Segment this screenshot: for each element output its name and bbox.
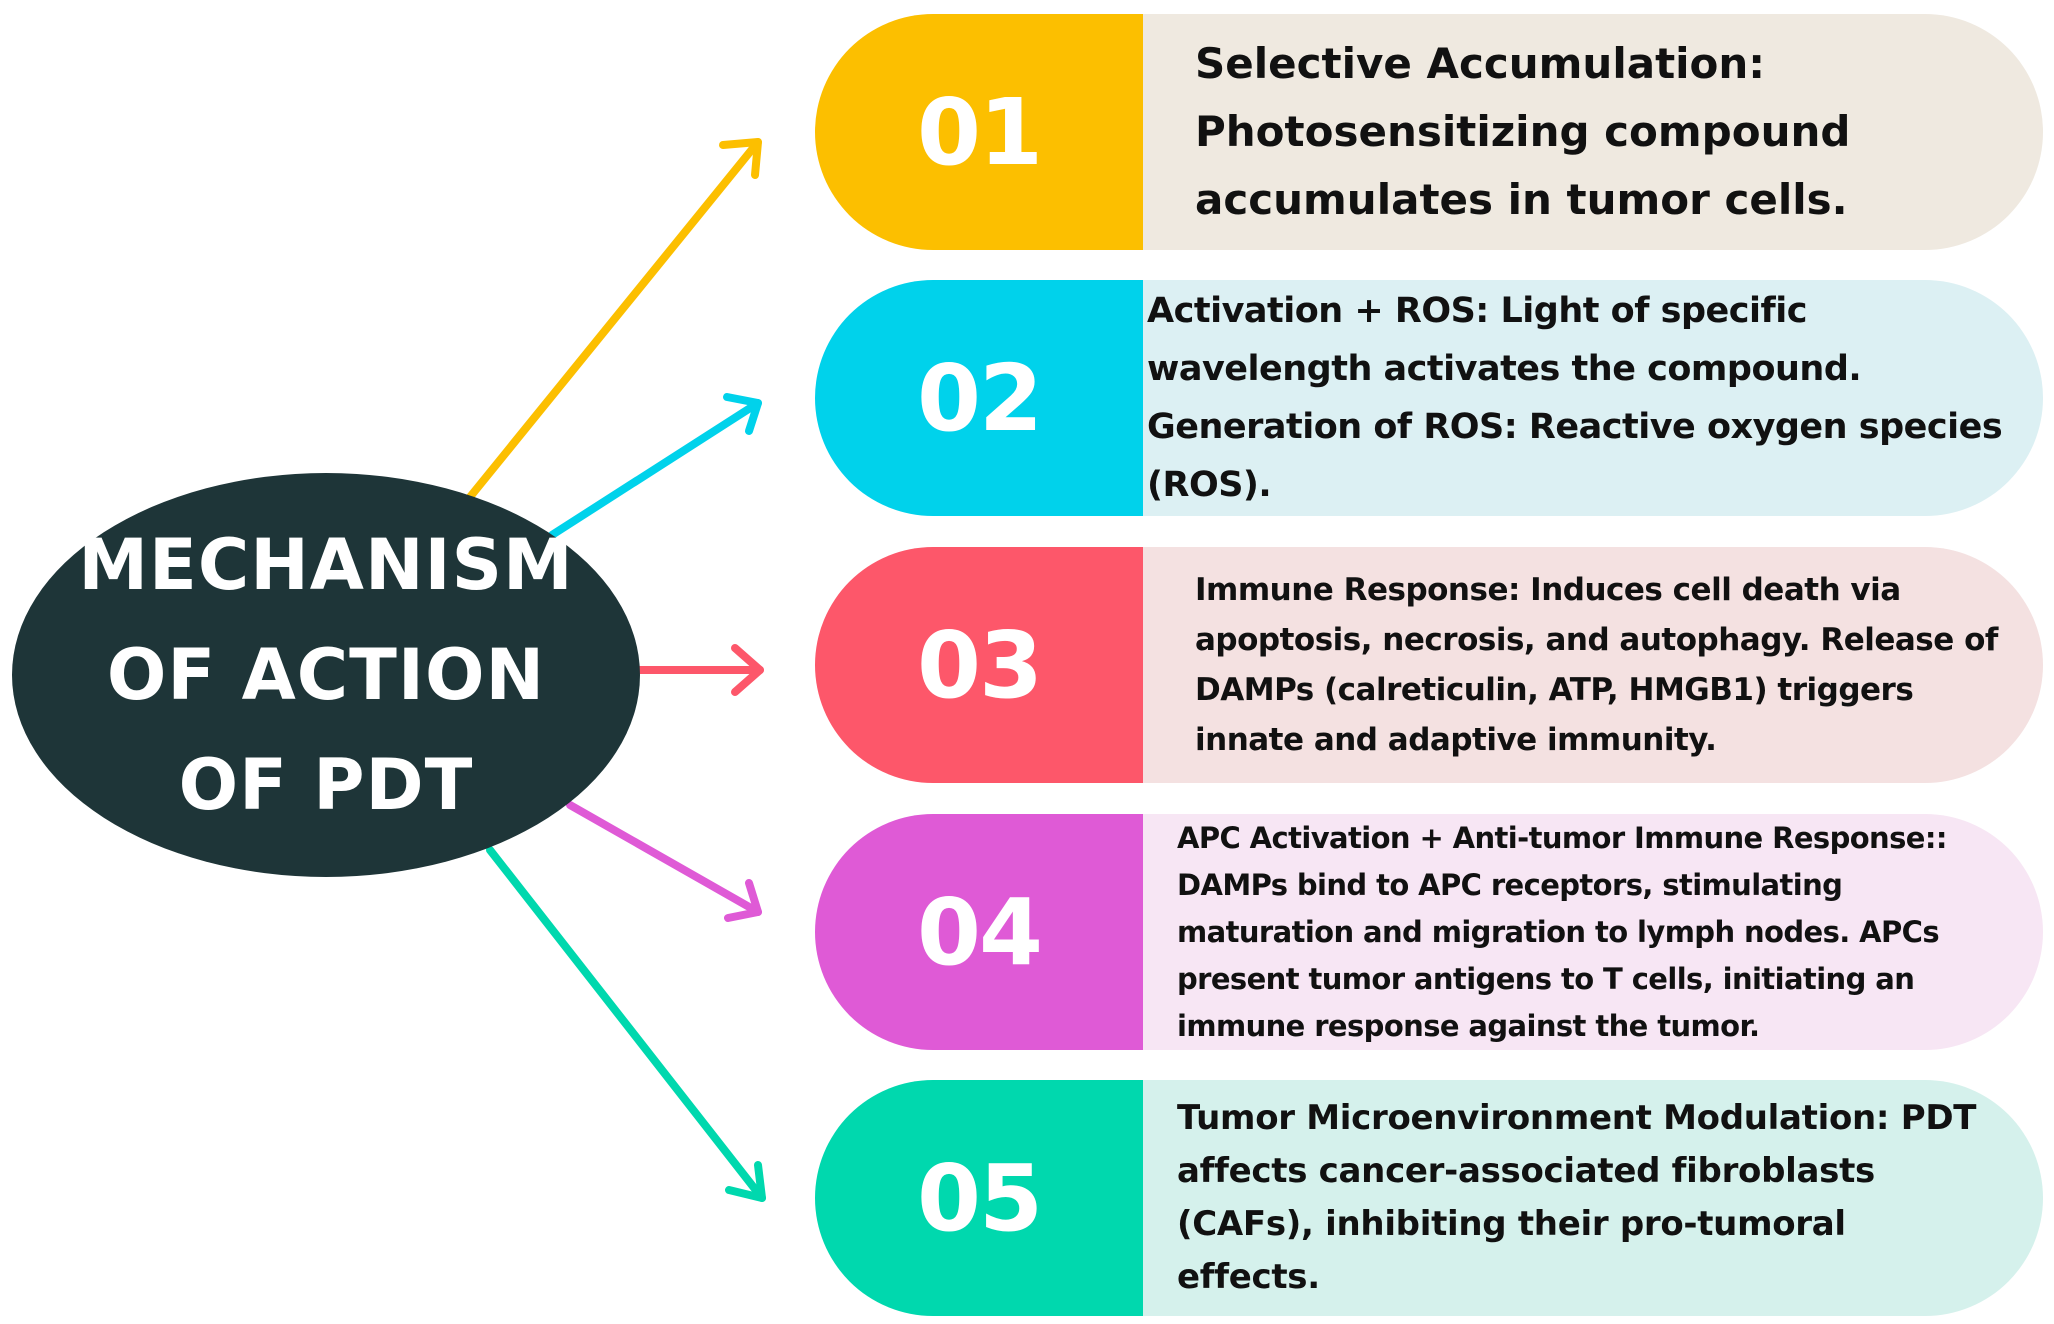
step-description-panel: Selective Accumulation: Photosensitizing… [1143,14,2043,250]
step-card-02: 02 Activation + ROS: Light of specific w… [815,280,2043,516]
step-number: 01 [815,14,1143,250]
step-description: Tumor Microenvironment Modulation: PDT a… [1177,1098,1977,1297]
step-description: Selective Accumulation: Photosensitizing… [1195,39,1851,224]
arrow-to-step-01 [466,138,762,501]
arrow-to-step-04 [566,801,762,922]
step-description: Immune Response: Induces cell death via … [1195,572,1998,758]
arrow-to-step-03 [634,644,764,696]
step-description: Activation + ROS: Light of specific wave… [1147,291,2003,505]
step-number: 05 [815,1080,1143,1316]
arrow-to-step-02 [548,393,762,539]
step-description: APC Activation + Anti-tumor Immune Respo… [1177,820,1947,1043]
step-number: 02 [815,280,1143,516]
step-card-01: 01 Selective Accumulation: Photosensitiz… [815,14,2043,250]
mechanism-hub-ellipse: MECHANISM OF ACTION OF PDT [12,473,640,877]
step-description-panel: APC Activation + Anti-tumor Immune Respo… [1143,814,2043,1050]
hub-title: MECHANISM OF ACTION OF PDT [78,524,574,826]
step-description-panel: Immune Response: Induces cell death via … [1143,547,2043,783]
step-description-panel: Activation + ROS: Light of specific wave… [1143,280,2043,516]
step-card-03: 03 Immune Response: Induces cell death v… [815,547,2043,783]
step-number: 03 [815,547,1143,783]
arrow-to-step-05 [486,846,766,1202]
step-description-panel: Tumor Microenvironment Modulation: PDT a… [1143,1080,2043,1316]
step-number: 04 [815,814,1143,1050]
step-card-05: 05 Tumor Microenvironment Modulation: PD… [815,1080,2043,1316]
step-card-04: 04 APC Activation + Anti-tumor Immune Re… [815,814,2043,1050]
